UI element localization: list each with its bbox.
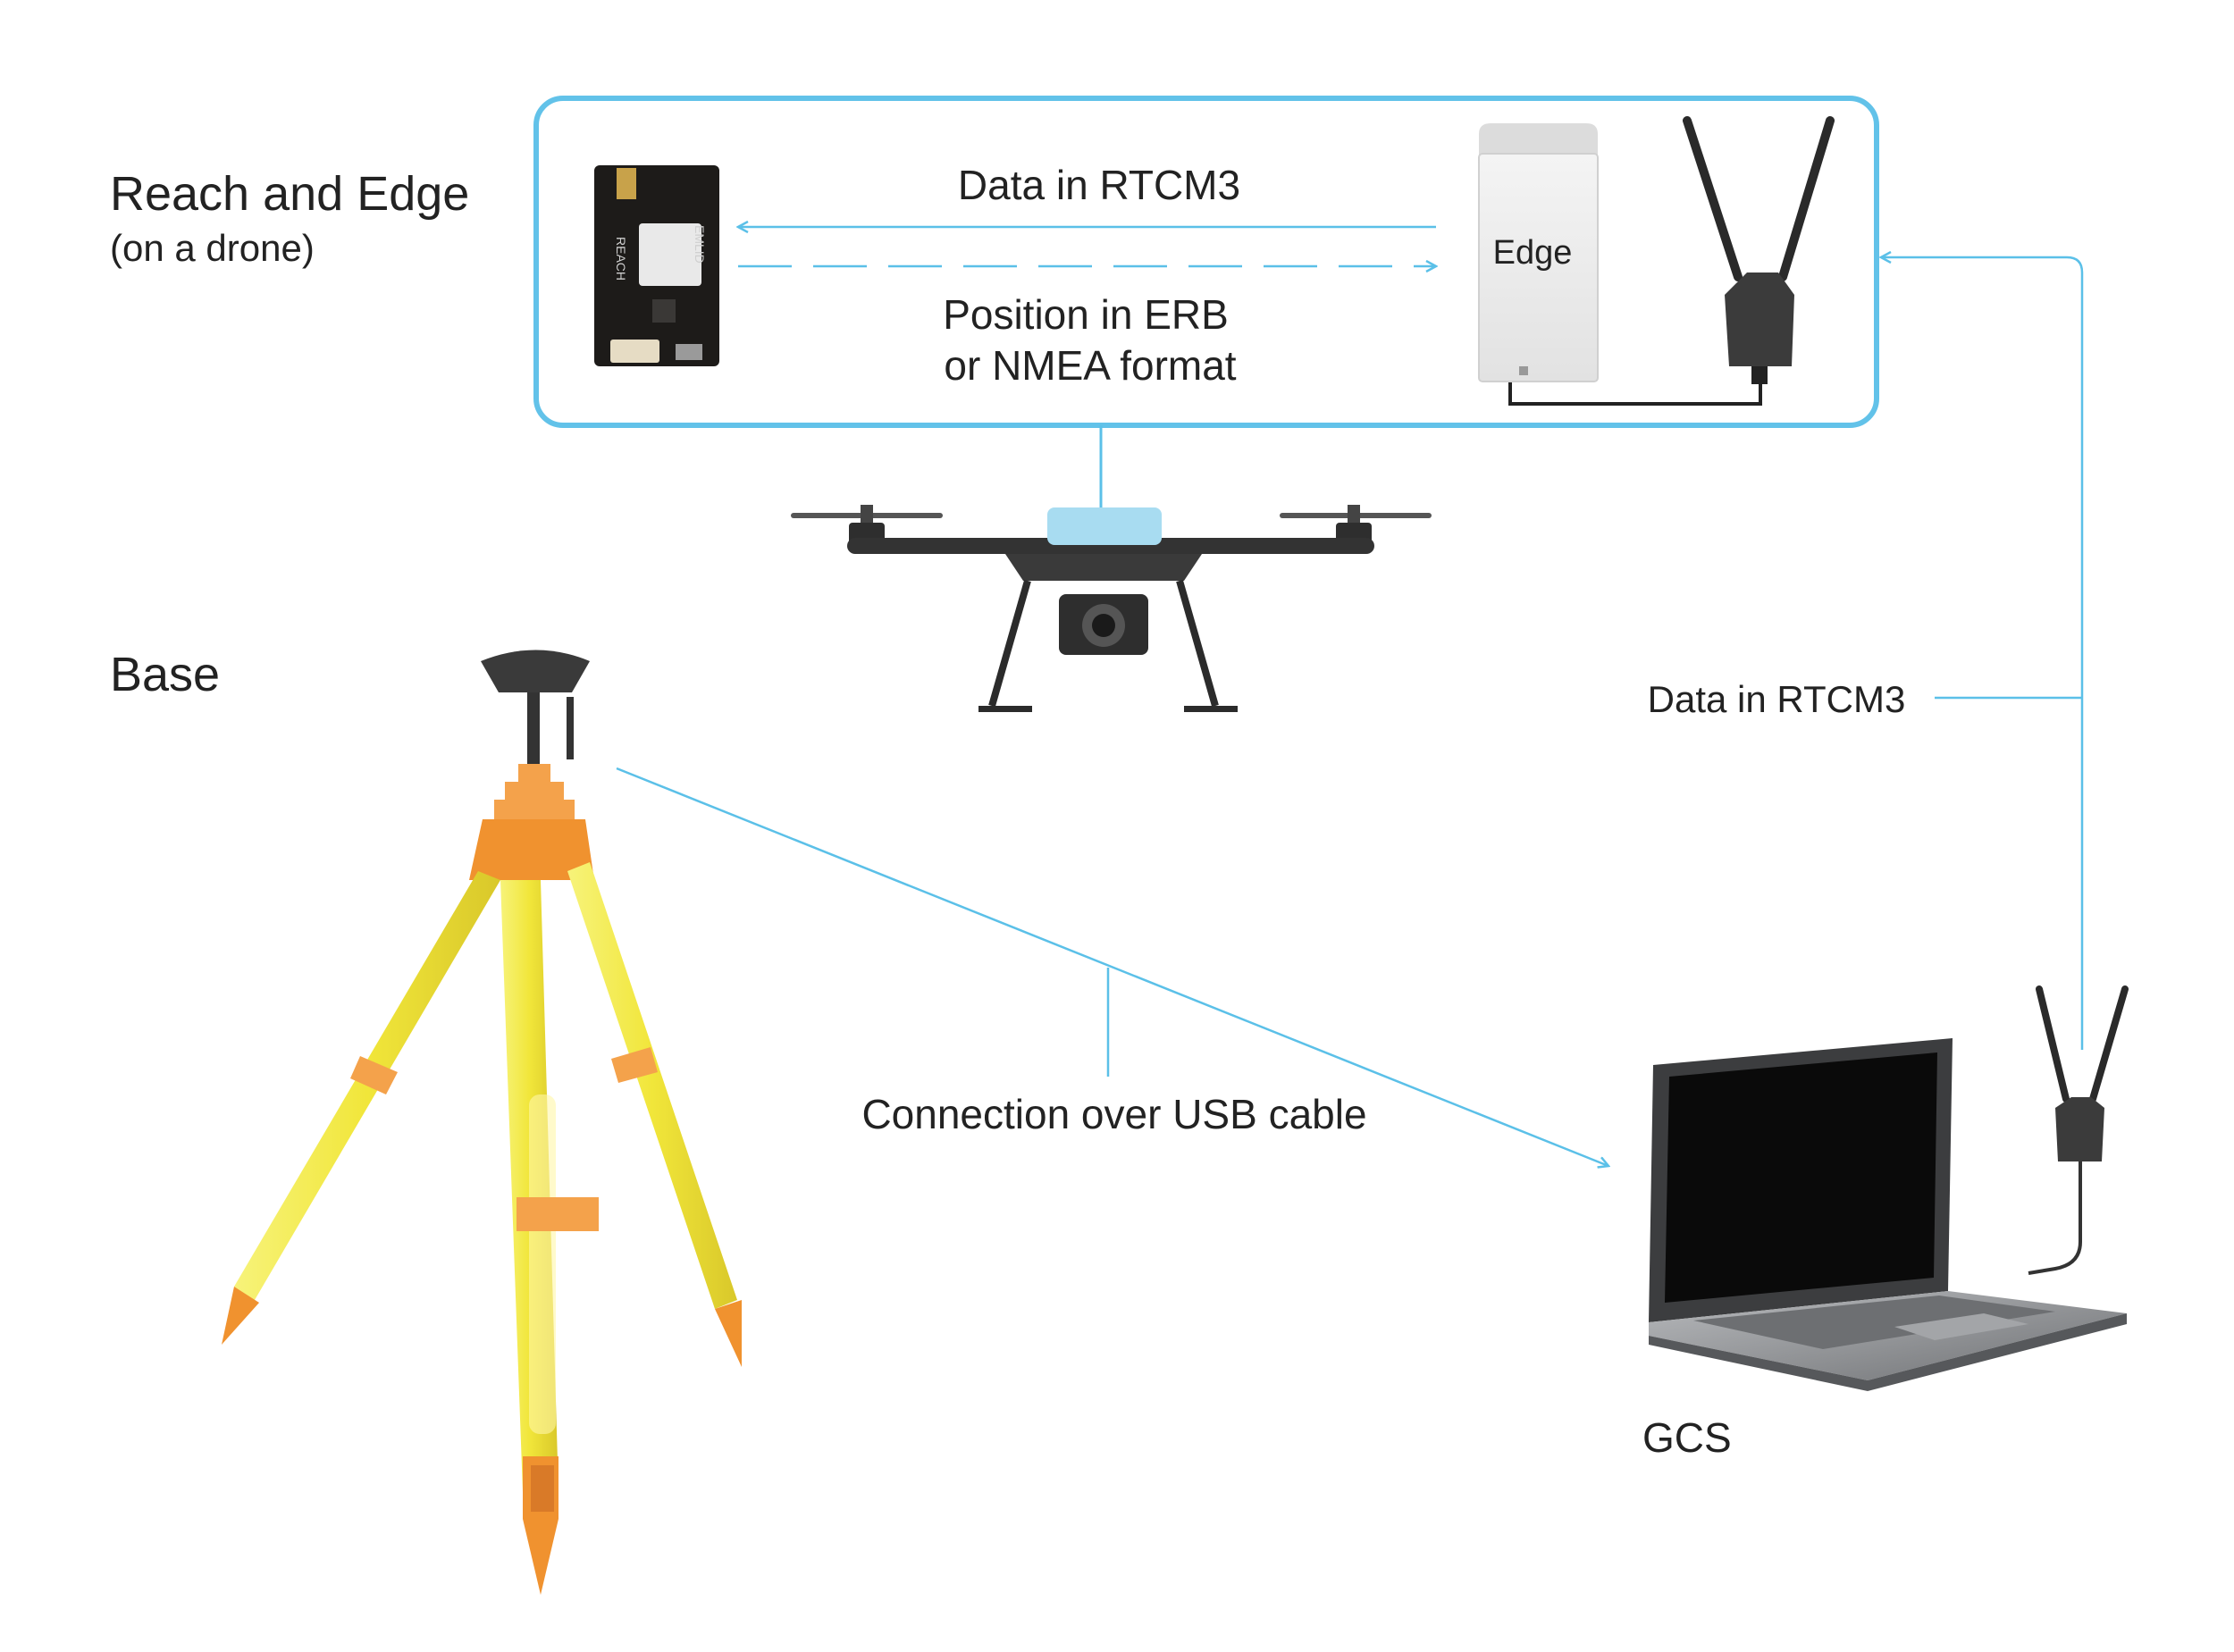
- rtcm3-path-to-frame: [1881, 257, 2084, 1050]
- gcs-label: GCS: [1642, 1414, 1732, 1461]
- position-label-line1: Position in ERB: [943, 291, 1229, 338]
- usb-connection-line: [616, 767, 1608, 1166]
- top-radio-antenna: [1683, 116, 1835, 384]
- base-tripod: [222, 650, 742, 1595]
- edge-antenna-cable: [1508, 380, 1762, 406]
- data-rtcm3-top-label: Data in RTCM3: [958, 162, 1240, 208]
- drone: [791, 505, 1432, 712]
- reach-edge-subtitle: (on a drone): [110, 227, 315, 269]
- gcs-laptop: [1649, 1038, 2127, 1391]
- gcs-radio-antenna: [2028, 985, 2129, 1275]
- base-label: Base: [110, 648, 220, 701]
- reach-board-label: REACH: [614, 237, 628, 281]
- reach-board: REACH EMLID: [594, 165, 719, 366]
- data-rtcm3-right-label: Data in RTCM3: [1648, 678, 1906, 720]
- reach-edge-frame: [533, 96, 1879, 428]
- emlid-board-label: EMLID: [693, 225, 707, 264]
- reach-edge-title: Reach and Edge: [110, 167, 469, 221]
- edge-device-label: Edge: [1493, 234, 1573, 272]
- edge-device: Edge: [1478, 123, 1599, 382]
- position-label-line2: or NMEA format: [944, 342, 1236, 389]
- usb-connection-label: Connection over USB cable: [861, 1091, 1366, 1137]
